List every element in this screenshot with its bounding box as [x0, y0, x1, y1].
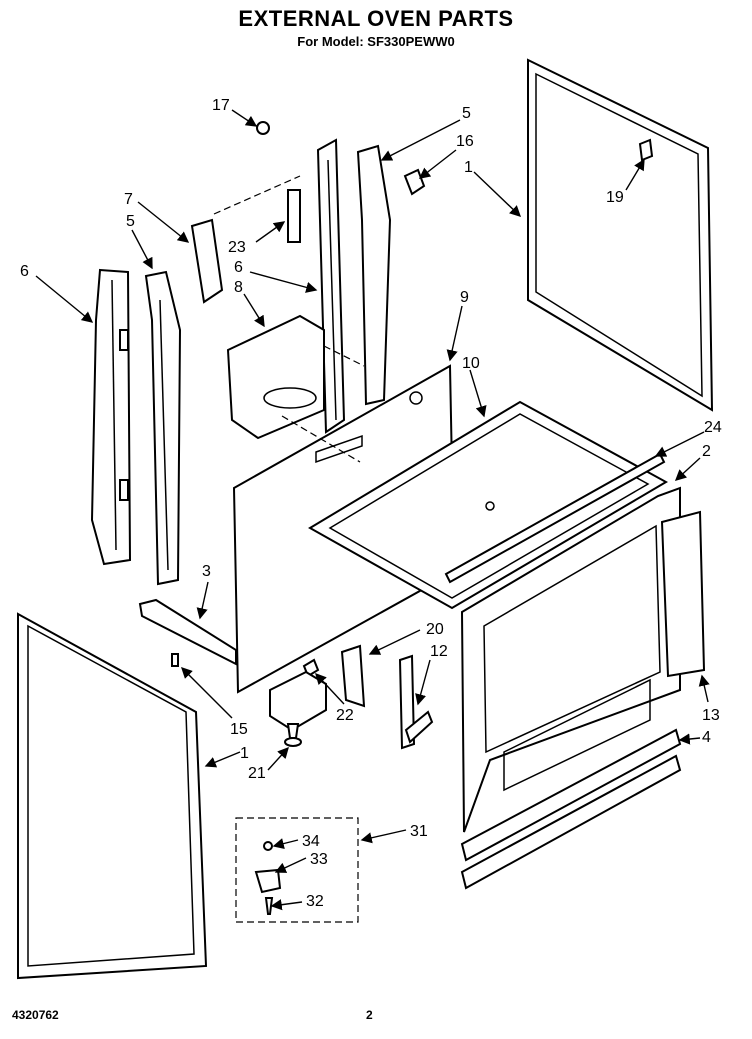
alignment-lines — [213, 175, 365, 463]
part-16-clip — [403, 168, 426, 196]
callout-9: 9 — [460, 289, 469, 306]
part-6-left-rail — [90, 268, 132, 566]
callout-24: 24 — [704, 419, 722, 436]
document-number: 4320762 — [12, 1008, 59, 1022]
part-24-trim-strip — [444, 452, 666, 584]
leader-lines — [35, 109, 710, 911]
part-5-left-bracket — [144, 270, 182, 586]
callout-20: 20 — [426, 621, 444, 638]
callout-6: 6 — [20, 263, 29, 280]
callout-6: 6 — [234, 259, 243, 276]
callout-2: 2 — [702, 443, 711, 460]
callout-32: 32 — [306, 893, 324, 910]
part-13-gasket — [660, 510, 706, 678]
page-number: 2 — [366, 1008, 373, 1022]
callout-21: 21 — [248, 765, 266, 782]
callout-8: 8 — [234, 279, 243, 296]
part-4-kick-plate — [460, 728, 682, 890]
part-3-trim-strip — [138, 598, 237, 666]
side-panel-right — [527, 58, 714, 412]
callout-22: 22 — [336, 707, 354, 724]
part-5-rear-bracket — [356, 144, 392, 406]
callout-17: 17 — [212, 97, 230, 114]
callout-4: 4 — [702, 729, 711, 746]
part-19-clip — [638, 138, 654, 162]
callout-1: 1 — [240, 745, 249, 762]
callout-34: 34 — [302, 833, 320, 850]
callout-1: 1 — [464, 159, 473, 176]
page-title: EXTERNAL OVEN PARTS — [238, 6, 514, 31]
part-12-hinge-rod — [398, 654, 434, 750]
part-23-strip — [287, 189, 301, 243]
callout-23: 23 — [228, 239, 246, 256]
part-17-screw — [256, 121, 270, 135]
part-2-front-frame — [460, 486, 681, 833]
callout-12: 12 — [430, 643, 448, 660]
part-15-pin — [171, 653, 179, 667]
callout-7: 7 — [124, 191, 133, 208]
side-panel-left — [17, 612, 208, 980]
part-21-leveling-screw — [284, 723, 302, 747]
callout-15: 15 — [230, 721, 248, 738]
callout-3: 3 — [202, 563, 211, 580]
model-subtitle: For Model: SF330PEWW0 — [297, 34, 455, 49]
callout-16: 16 — [456, 133, 474, 150]
part-20-bracket — [340, 644, 366, 708]
leveling-leg — [269, 670, 327, 732]
callout-33: 33 — [310, 851, 328, 868]
callout-31: 31 — [410, 823, 428, 840]
part-10-cooktop-panel — [308, 400, 669, 610]
callout-10: 10 — [462, 355, 480, 372]
callout-5: 5 — [462, 105, 471, 122]
part-8-vent-duct — [226, 314, 325, 440]
callout-5: 5 — [126, 213, 135, 230]
callout-13: 13 — [702, 707, 720, 724]
callout-labels: 17 5 16 1 19 7 5 23 6 8 6 9 10 24 2 3 20… — [20, 97, 722, 910]
callout-19: 19 — [606, 189, 624, 206]
part-7-bracket — [190, 218, 224, 304]
part-31-hardware-kit — [235, 817, 359, 923]
